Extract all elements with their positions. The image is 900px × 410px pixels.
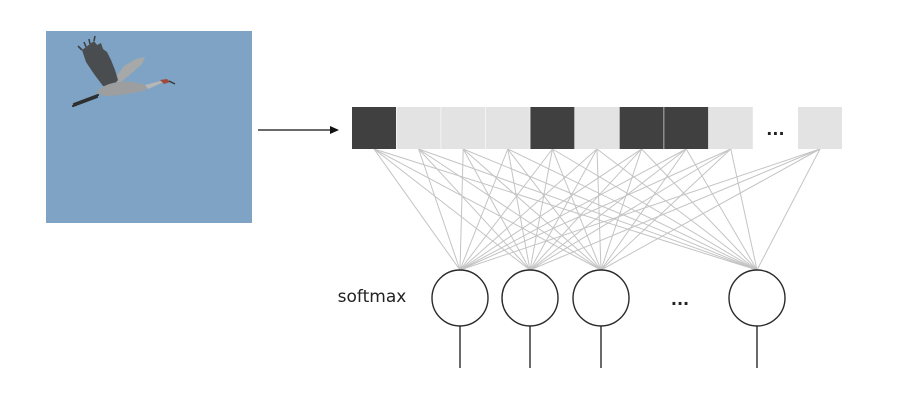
connection-line: [529, 148, 687, 271]
connection-line: [459, 148, 509, 271]
connection-line: [459, 148, 553, 271]
feature-cell-inactive: [485, 107, 530, 149]
feature-cell-active: [619, 107, 664, 149]
connection-line: [507, 148, 602, 271]
connection-line: [459, 148, 687, 271]
connection-line: [418, 148, 531, 271]
softmax-label: softmax: [338, 287, 407, 307]
connection-line: [600, 148, 687, 271]
crane-head: [160, 79, 170, 84]
connection-line: [529, 148, 732, 271]
connection-line: [418, 148, 758, 271]
softmax-node: [431, 269, 489, 327]
crane-legs: [71, 93, 100, 108]
input-image: [46, 31, 252, 223]
feature-cell-inactive: [708, 107, 753, 149]
crane-near-wing: [82, 41, 118, 87]
crane-far-wing: [112, 57, 145, 82]
input-arrow: [258, 126, 339, 134]
feature-cell-active: [352, 107, 396, 149]
connection-line: [459, 148, 642, 271]
feature-cell-inactive: [396, 107, 441, 149]
softmax-node: [728, 269, 786, 327]
feature-vector: ...: [352, 107, 842, 149]
feature-cell-active: [530, 107, 575, 149]
connection-line: [459, 148, 464, 271]
output-ellipsis: ...: [671, 290, 689, 309]
connection-line: [529, 148, 553, 271]
connection-line: [463, 148, 758, 271]
feature-cell-inactive: [575, 107, 619, 149]
crane-wing-tips: [77, 35, 96, 51]
connection-line: [600, 148, 732, 271]
crane-neck: [145, 81, 164, 89]
crane-body: [96, 81, 148, 96]
connection-line: [462, 148, 531, 271]
softmax-node: [501, 269, 559, 327]
connection-line: [552, 148, 758, 271]
connection-line: [596, 148, 602, 271]
connection-line: [551, 148, 602, 271]
connection-line: [529, 148, 821, 271]
feature-vector-ellipsis: ...: [766, 120, 784, 139]
connection-line: [730, 148, 758, 271]
sky-background: [46, 31, 252, 223]
softmax-node: [572, 269, 630, 327]
connection-line: [459, 148, 732, 271]
connection-line: [459, 148, 598, 271]
connection-line: [529, 148, 598, 271]
feature-cell-inactive: [798, 107, 842, 149]
connection-line: [507, 148, 758, 271]
connection-line: [600, 148, 643, 271]
connection-line: [756, 148, 821, 271]
connection-line: [529, 148, 642, 271]
softmax-output-nodes: [431, 269, 786, 368]
arrow-head: [330, 126, 339, 134]
connection-line: [685, 148, 758, 271]
fully-connected-edges: [373, 148, 821, 271]
connection-line: [459, 148, 821, 271]
connection-line: [600, 148, 821, 271]
connection-line: [373, 148, 461, 271]
crane-beak: [168, 80, 176, 85]
feature-cell-active: [664, 107, 709, 149]
connection-line: [507, 148, 531, 271]
feature-cell-inactive: [441, 107, 486, 149]
connection-line: [418, 148, 461, 271]
connection-line: [418, 148, 602, 271]
crane-bird-illustration: [71, 35, 176, 108]
